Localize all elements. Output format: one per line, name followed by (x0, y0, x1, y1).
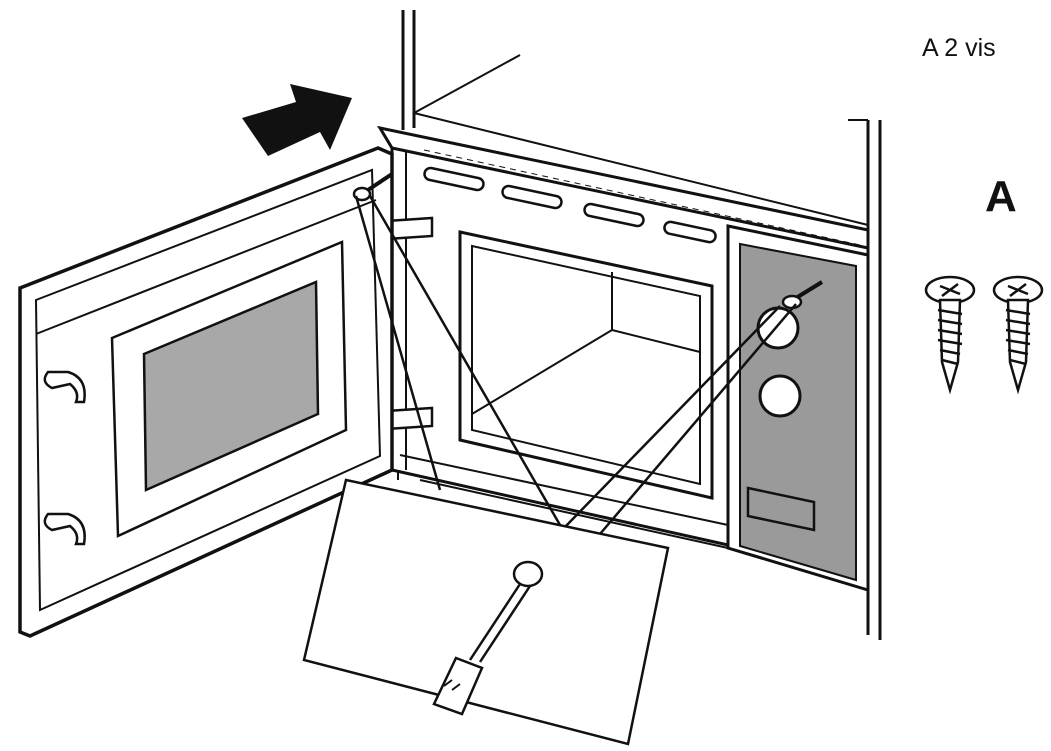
display-window (746, 486, 816, 532)
vent-slots (423, 166, 717, 244)
door-window (142, 280, 320, 492)
open-door (18, 146, 394, 638)
control-panel (726, 224, 870, 593)
detail-inset (302, 478, 670, 746)
door-latch-top (43, 370, 86, 404)
screw-icon (924, 275, 976, 395)
zoom-rays (354, 195, 797, 535)
control-knob-bottom (758, 374, 802, 418)
screw-count-label: A 2 vis (922, 34, 996, 62)
arrow-icon (242, 84, 352, 156)
oven-cavity (458, 230, 714, 500)
door-latch-bottom (43, 512, 86, 546)
screw-icon (992, 275, 1044, 395)
screw-letter-label: A (985, 172, 1017, 221)
screw-icon (352, 172, 394, 202)
microwave-body (376, 125, 870, 549)
screwdriver-icon (432, 560, 544, 716)
